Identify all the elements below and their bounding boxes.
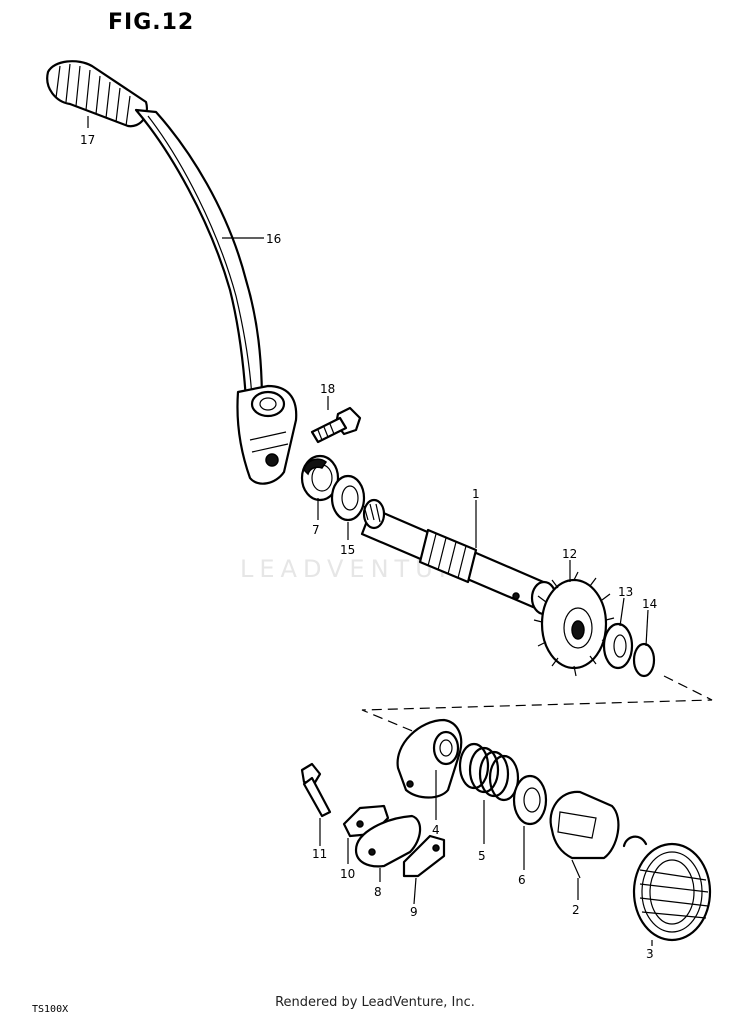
callout-15: 15 [340,543,355,557]
callout-16: 16 [266,232,281,246]
callout-2: 2 [572,903,580,917]
part-7-oil-seal[interactable] [300,454,340,502]
callout-8: 8 [374,885,382,899]
part-6-washer[interactable] [512,774,548,826]
footer-credit: Rendered by LeadVenture, Inc. [275,995,475,1010]
callout-17: 17 [80,133,95,147]
callout-7: 7 [312,523,320,537]
part-17-grip[interactable] [46,60,148,128]
callout-18: 18 [320,382,335,396]
figure-title: FIG.12 [108,10,195,35]
part-9-pawl[interactable] [402,834,446,878]
assembly-line [361,675,713,741]
callout-4: 4 [432,823,440,837]
part-11-bolt[interactable] [300,762,332,818]
part-14-circlip[interactable] [632,642,656,678]
callout-12: 12 [562,547,577,561]
callout-9: 9 [410,905,418,919]
part-12-gear[interactable] [533,571,615,677]
callout-1: 1 [472,487,480,501]
part-13-washer[interactable] [602,622,634,670]
callout-11: 11 [312,847,327,861]
part-3-return-spring[interactable] [622,835,712,942]
part-1-kick-shaft[interactable] [360,498,558,616]
callout-5: 5 [478,849,486,863]
part-18-bolt[interactable] [310,406,362,444]
callout-13: 13 [618,585,633,599]
callout-10: 10 [340,867,355,881]
part-15-washer[interactable] [330,474,366,522]
part-5-spring[interactable] [458,742,520,802]
callout-3: 3 [646,947,654,961]
part-16-kick-lever[interactable] [134,108,298,485]
model-code: TS100X [32,1004,69,1015]
part-4-guide-plate[interactable] [396,718,463,799]
part-8-plate[interactable] [354,814,422,868]
callout-14: 14 [642,597,657,611]
leader-lines [87,116,653,946]
part-2-idler[interactable] [549,790,620,879]
callout-6: 6 [518,873,526,887]
